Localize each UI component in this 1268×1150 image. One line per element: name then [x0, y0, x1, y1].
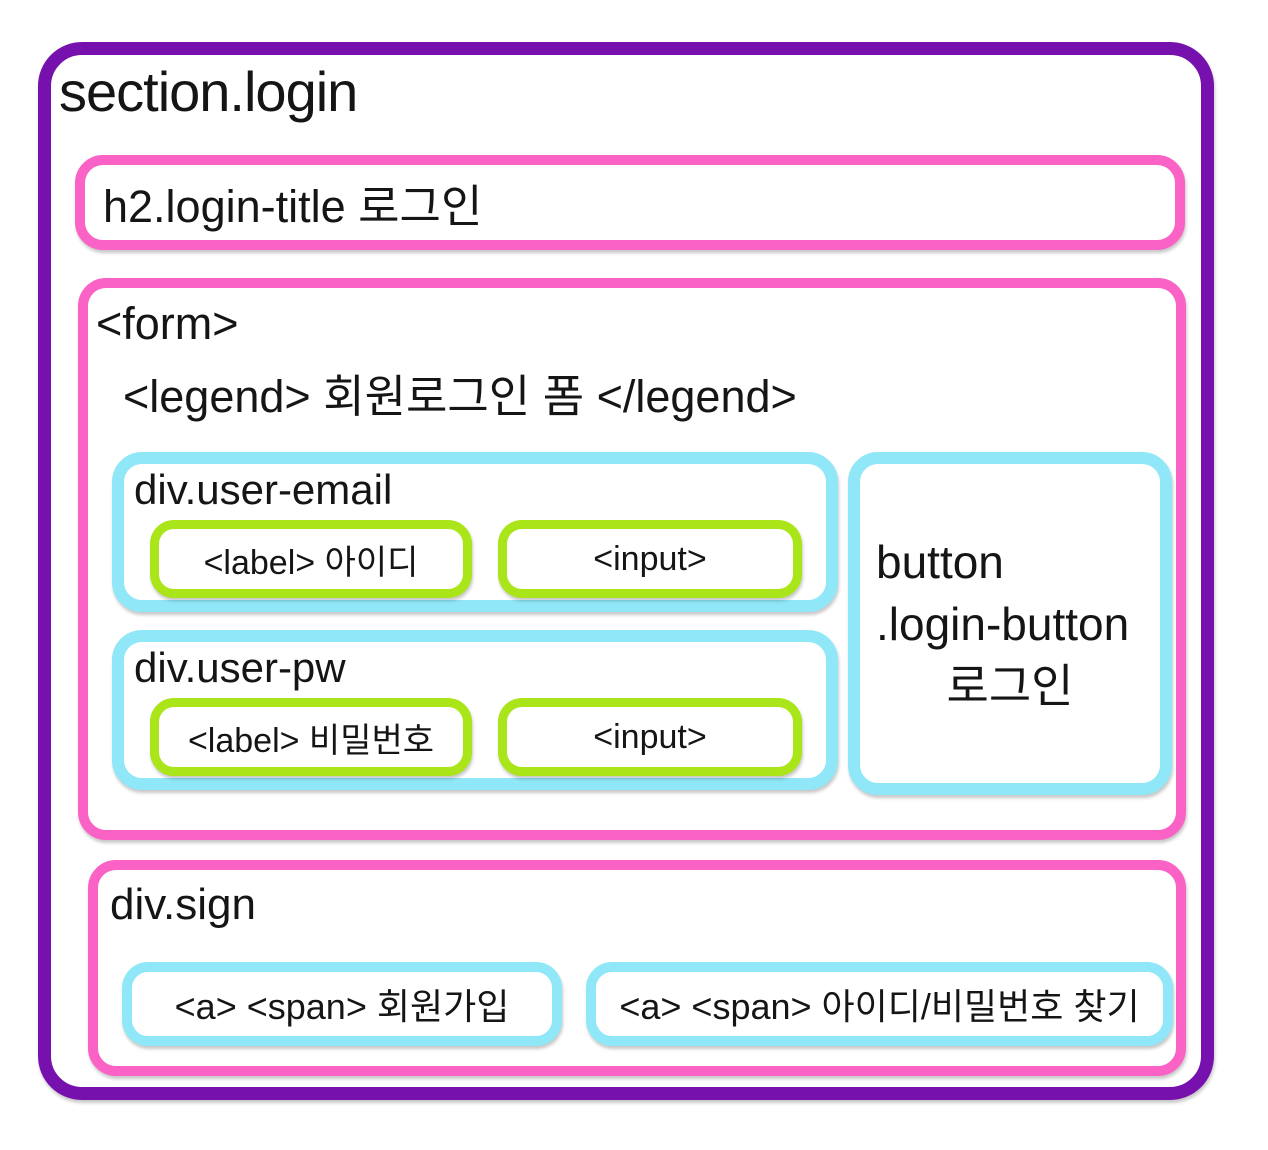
- form-tag-label: <form>: [96, 298, 239, 349]
- user-email-box: div.user-email <label> 아이디 <input>: [112, 452, 838, 612]
- find-account-link-text: <a> <span> 아이디/비밀번호 찾기: [619, 986, 1140, 1027]
- div-sign-box: div.sign <a> <span> 회원가입 <a> <span> 아이디/…: [88, 860, 1186, 1076]
- legend-label: <legend> 회원로그인 폼 </legend>: [123, 371, 797, 422]
- form-box: <form> <legend> 회원로그인 폼 </legend> div.us…: [78, 278, 1186, 840]
- user-pw-label: div.user-pw: [134, 644, 346, 691]
- login-button-text: 로그인: [946, 659, 1074, 712]
- pw-input-text: <input>: [593, 717, 707, 756]
- email-input-text: <input>: [593, 539, 707, 578]
- email-label-text: <label> 아이디: [203, 543, 419, 582]
- find-account-link-box: <a> <span> 아이디/비밀번호 찾기: [586, 962, 1173, 1046]
- email-input-box: <input>: [498, 520, 802, 598]
- section-login-box: section.login h2.login-title 로그인 <form> …: [38, 42, 1214, 1100]
- user-pw-fields: <label> 비밀번호 <input>: [150, 698, 802, 776]
- user-pw-box: div.user-pw <label> 비밀번호 <input>: [112, 630, 838, 790]
- login-button-class: .login-button: [876, 597, 1130, 650]
- pw-input-box: <input>: [498, 698, 802, 776]
- pw-label-box: <label> 비밀번호: [150, 698, 472, 776]
- signup-link-box: <a> <span> 회원가입: [122, 962, 562, 1046]
- user-email-fields: <label> 아이디 <input>: [150, 520, 802, 598]
- h2-login-title-box: h2.login-title 로그인: [75, 155, 1185, 250]
- signup-link-text: <a> <span> 회원가입: [174, 986, 510, 1027]
- sign-links: <a> <span> 회원가입 <a> <span> 아이디/비밀번호 찾기: [122, 962, 1173, 1046]
- h2-login-title-label: h2.login-title 로그인: [103, 181, 483, 232]
- pw-label-text: <label> 비밀번호: [187, 721, 435, 760]
- email-label-box: <label> 아이디: [150, 520, 472, 598]
- user-email-label: div.user-email: [134, 466, 393, 513]
- login-button-box: button .login-button 로그인: [848, 452, 1172, 795]
- div-sign-label: div.sign: [110, 880, 256, 929]
- login-button-tag: button: [876, 535, 1004, 588]
- section-login-label: section.login: [59, 60, 358, 123]
